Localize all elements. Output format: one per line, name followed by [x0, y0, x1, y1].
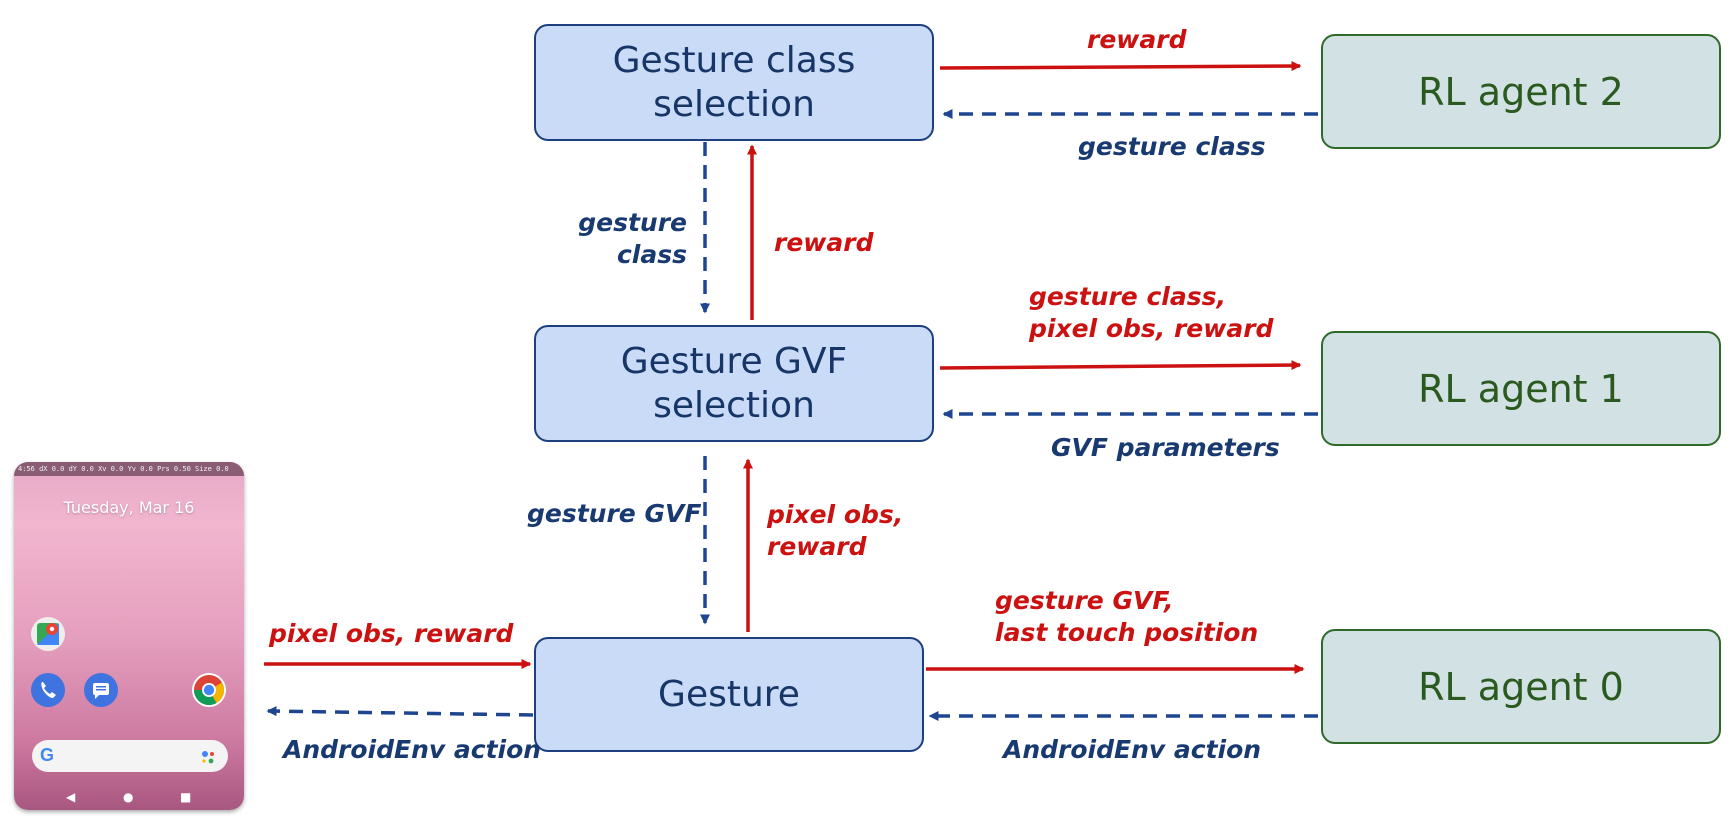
gesture-text: Gesture [658, 673, 800, 715]
gesture-class-selection-box: Gesture class selection [534, 24, 934, 141]
label-to-agent1: gesture class, pixel obs, reward [1029, 282, 1274, 343]
rl-agent-2-box: RL agent 2 [1321, 34, 1721, 149]
label-pixel-obs-reward-up: pixel obs, reward [767, 500, 904, 561]
label-pixel-obs-from-phone: pixel obs, reward [269, 619, 514, 648]
phone-icon [31, 673, 65, 707]
label-to-agent0: gesture GVF, last touch position [995, 586, 1259, 647]
chrome-icon [192, 673, 226, 707]
android-phone-screenshot: 4:56 dX 0.0 dY 0.0 Xv 0.0 Yv 0.0 Prs 0.5… [14, 462, 244, 810]
phone-status-bar: 4:56 dX 0.0 dY 0.0 Xv 0.0 Yv 0.0 Prs 0.5… [14, 462, 244, 476]
maps-icon [31, 617, 65, 651]
arrow-androidenv-to-phone [266, 706, 534, 717]
label-androidenv-to-phone: AndroidEnv action [283, 735, 542, 764]
recents-nav-icon: ■ [180, 790, 192, 804]
label-gesture-class-from-agent2: gesture class [1078, 132, 1266, 161]
label-gvf-parameters: GVF parameters [1051, 433, 1280, 462]
arrow-to-agent1 [939, 360, 1302, 371]
gesture-gvf-selection-box: Gesture GVF selection [534, 325, 934, 442]
assistant-icon [202, 751, 214, 764]
phone-date: Tuesday, Mar 16 [63, 498, 195, 517]
rl-agent-1-box: RL agent 1 [1321, 331, 1721, 446]
messages-icon [84, 673, 118, 707]
label-androidenv-from-agent0: AndroidEnv action [1003, 735, 1262, 764]
rl-agent-0-box: RL agent 0 [1321, 629, 1721, 744]
label-reward-to-agent2: reward [1087, 25, 1187, 54]
rl-agent-2-text: RL agent 2 [1418, 69, 1624, 114]
rl-agent-1-text: RL agent 1 [1418, 366, 1624, 411]
arrow-reward-to-agent2 [939, 61, 1302, 72]
label-reward-up: reward [774, 228, 874, 257]
label-gesture-class-down: gesture class [578, 208, 687, 269]
rl-agent-0-text: RL agent 0 [1418, 664, 1624, 709]
gesture-box: Gesture [534, 637, 924, 752]
label-gesture-gvf-down: gesture GVF [527, 499, 702, 528]
gesture-class-selection-text: Gesture class selection [612, 39, 856, 125]
google-search-bar: G [32, 740, 228, 772]
back-nav-icon: ◀ [66, 790, 76, 804]
google-g-icon: G [40, 745, 55, 765]
gesture-gvf-selection-text: Gesture GVF selection [620, 340, 848, 426]
home-nav-icon: ● [123, 790, 134, 804]
